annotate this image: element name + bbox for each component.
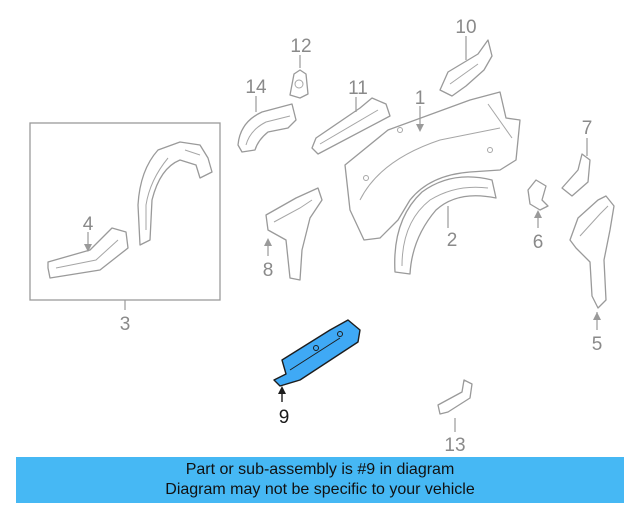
part-7-bracket <box>561 153 591 197</box>
callout-5: 5 <box>592 334 603 355</box>
callout-4: 4 <box>83 214 94 235</box>
callout-2: 2 <box>447 230 458 251</box>
part-14-bracket <box>237 103 297 153</box>
part-6-bracket <box>527 179 549 211</box>
callout-3: 3 <box>120 314 131 335</box>
part-9-highlighted <box>273 319 361 387</box>
leader-arrow-1 <box>416 124 424 132</box>
callout-14: 14 <box>245 77 267 98</box>
callout-9: 9 <box>279 407 290 428</box>
banner-line-disclaimer: Diagram may not be specific to your vehi… <box>165 481 475 498</box>
part-3-inner-wheelhouse <box>137 141 213 246</box>
callout-7: 7 <box>582 118 593 139</box>
callout-6: 6 <box>533 232 544 253</box>
part-1-quarter-panel <box>344 91 521 241</box>
part-10-upper-bracket <box>439 39 493 97</box>
callout-1: 1 <box>415 88 426 109</box>
callout-12: 12 <box>290 36 311 57</box>
part-8-pillar <box>265 187 323 281</box>
leader-arrow-9 <box>278 386 286 394</box>
part-2-wheelhouse <box>394 176 497 275</box>
callout-13: 13 <box>444 435 465 455</box>
part-5-panel <box>569 195 615 309</box>
info-banner: Part or sub-assembly is #9 in diagram Di… <box>16 457 624 503</box>
part-11-rail <box>311 97 391 155</box>
leader-arrow-4 <box>84 244 92 252</box>
leader-arrow-5 <box>593 312 601 320</box>
leader-arrow-8 <box>264 238 272 246</box>
part-13-bracket <box>437 379 473 415</box>
parts-diagram: 1 2 3 4 5 6 7 8 9 10 11 12 13 14 <box>29 17 615 455</box>
part-12-clip <box>289 69 309 99</box>
leader-arrow-6 <box>534 210 542 218</box>
part-4-rail <box>47 227 129 279</box>
banner-line-part-number: Part or sub-assembly is #9 in diagram <box>185 461 455 478</box>
callout-11: 11 <box>348 78 368 99</box>
callout-8: 8 <box>263 260 274 281</box>
callout-10: 10 <box>455 17 476 38</box>
